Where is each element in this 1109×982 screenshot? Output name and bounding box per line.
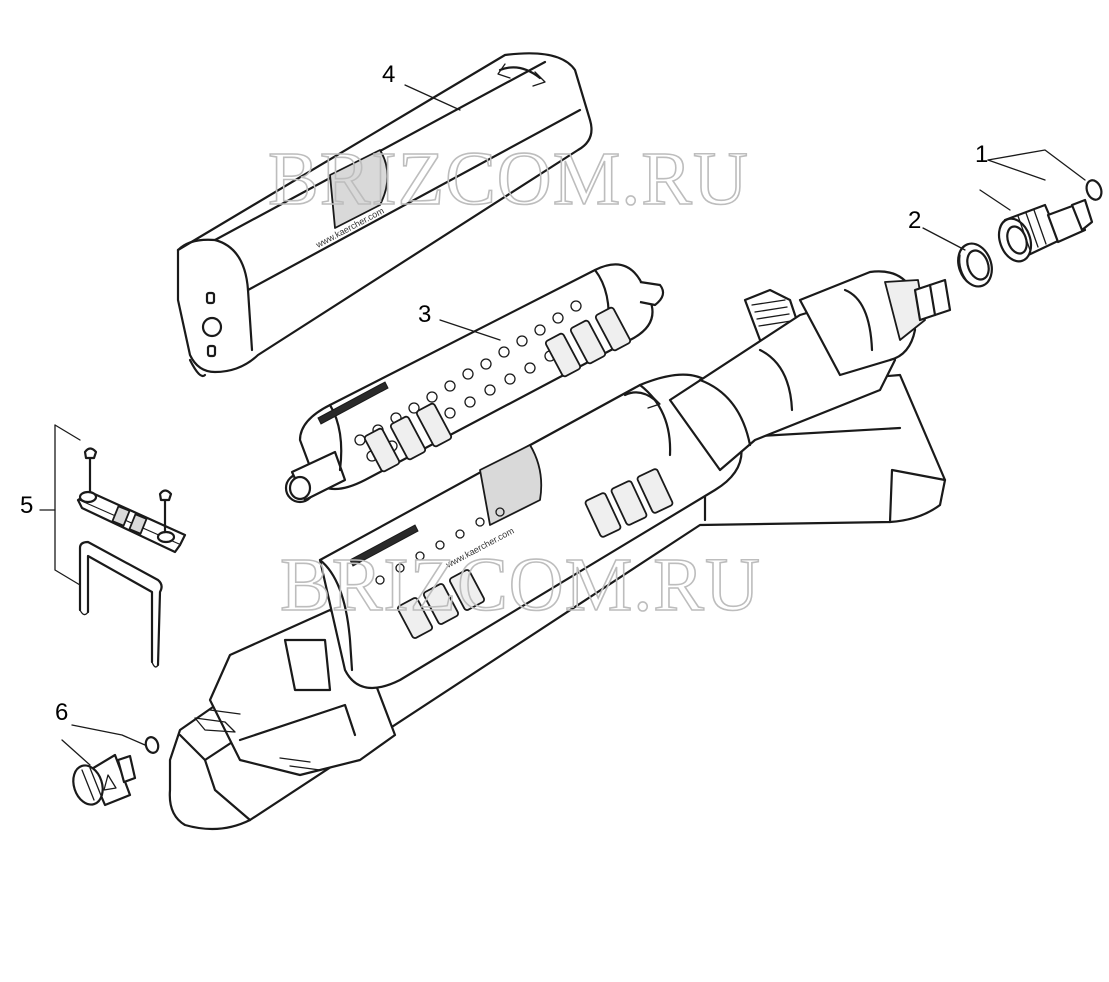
part-6-end-plug bbox=[72, 736, 160, 807]
watermark-bottom: BRIZCOM.RU bbox=[280, 543, 761, 627]
part-2-seal-ring bbox=[957, 242, 993, 288]
callout-5: 5 bbox=[20, 492, 33, 519]
callout-6: 6 bbox=[55, 699, 68, 726]
housing-rotation-arrow-icon bbox=[623, 391, 657, 402]
watermarks: BRIZCOM.RU BRIZCOM.RU bbox=[267, 136, 761, 628]
callout-2: 2 bbox=[908, 207, 921, 234]
callout-4: 4 bbox=[382, 61, 395, 88]
drum-clips bbox=[363, 306, 632, 473]
rotation-arrow-icon bbox=[498, 66, 542, 80]
part-4-cover: www.kaercher.com bbox=[176, 52, 593, 378]
callout-labels: 1 2 3 4 5 6 bbox=[20, 61, 988, 726]
part-1-hose-connector bbox=[997, 179, 1103, 263]
watermark-top: BRIZCOM.RU bbox=[268, 137, 749, 221]
callout-3: 3 bbox=[418, 301, 431, 328]
housing-nozzle-holes bbox=[375, 507, 505, 585]
housing-slots bbox=[396, 468, 674, 639]
callout-1: 1 bbox=[975, 141, 988, 168]
part-3-nozzle-drum bbox=[284, 263, 665, 504]
main-housing: www.kaercher.com bbox=[318, 270, 952, 690]
leader-lines bbox=[39, 84, 1086, 766]
part-5-plate-bracket bbox=[54, 424, 187, 668]
